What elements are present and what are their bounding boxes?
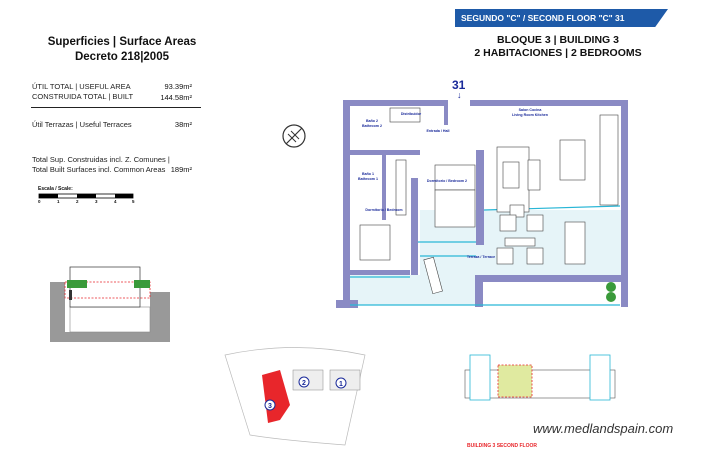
surface-title: Superficies | Surface Areas [47,36,197,48]
scale-label: Escala / Scale: [38,186,73,192]
building-1-marker: 1 [339,381,343,388]
apartment-floor-plan: Baño 2 Bathroom 2 Distribuidor Entrada /… [336,100,628,308]
building-2-marker: 2 [302,380,306,387]
svg-text:Dormitorio / Bedroom 2: Dormitorio / Bedroom 2 [427,179,467,183]
svg-text:Baño 2: Baño 2 [366,119,378,123]
scale-tick: 4 [114,199,117,204]
svg-text:Terraza / Terrace: Terraza / Terrace [467,255,495,259]
total-built-label-es: Total Sup. Construidas incl. Z. Comunes … [32,155,170,164]
room-labels: Baño 2 Bathroom 2 Distribuidor Entrada /… [358,108,548,259]
floor-key-caption: BUILDING 3 SECOND FLOOR [467,443,538,449]
svg-text:Bathroom 1: Bathroom 1 [358,177,378,181]
terraces-label: Útil Terrazas | Useful Terraces [32,120,132,129]
terrace-area-lower [350,275,480,305]
bedrooms-title: 2 HABITACIONES | 2 BEDROOMS [474,47,642,59]
svg-text:Salon Cocina: Salon Cocina [519,108,543,112]
scale-tick: 0 [38,199,41,204]
scale-bar [38,193,134,199]
site-plan: 3 2 1 [224,347,366,446]
total-built-value: 189m² [170,165,192,174]
svg-text:Distribuidor: Distribuidor [401,112,422,116]
entrance-number: 31 [452,78,466,92]
terraces-value: 38m² [174,120,192,129]
total-built-label-en: Total Built Surfaces incl. Common Areas [32,165,166,174]
building-3-marker: 3 [268,403,272,410]
entrance-arrow-icon: ↓ [457,90,462,100]
furniture [359,107,619,295]
svg-text:Bathroom 2: Bathroom 2 [362,124,382,128]
scale-tick: 2 [76,199,79,204]
north-compass-icon [282,124,306,148]
floor-banner: SEGUNDO "C" / SECOND FLOOR "C" 31 [455,9,668,27]
floor-key-plan [464,354,616,401]
svg-text:Dormitorio / Bedroom: Dormitorio / Bedroom [365,208,402,212]
svg-text:Entrada / Hall: Entrada / Hall [427,129,450,133]
scale-tick: 1 [57,199,60,204]
building-title: BLOQUE 3 | BUILDING 3 [497,34,619,46]
built-area-label: CONSTRUIDA TOTAL | BUILT [32,92,134,101]
built-area-value: 144.58m² [160,93,192,102]
svg-text:Baño 1: Baño 1 [362,172,374,176]
plants [606,282,616,302]
walls [336,100,628,308]
divider [31,107,201,108]
decree-title: Decreto 218|2005 [74,51,169,63]
useful-area-value: 93.39m² [164,82,192,91]
watermark: www.medlandspain.com [533,421,674,436]
useful-area-label: ÚTIL TOTAL | USEFUL AREA [32,82,131,91]
svg-text:Living Room Kitchen: Living Room Kitchen [512,113,548,117]
building-section [50,266,170,342]
scale-tick: 5 [132,199,135,204]
scale-tick: 3 [95,199,98,204]
